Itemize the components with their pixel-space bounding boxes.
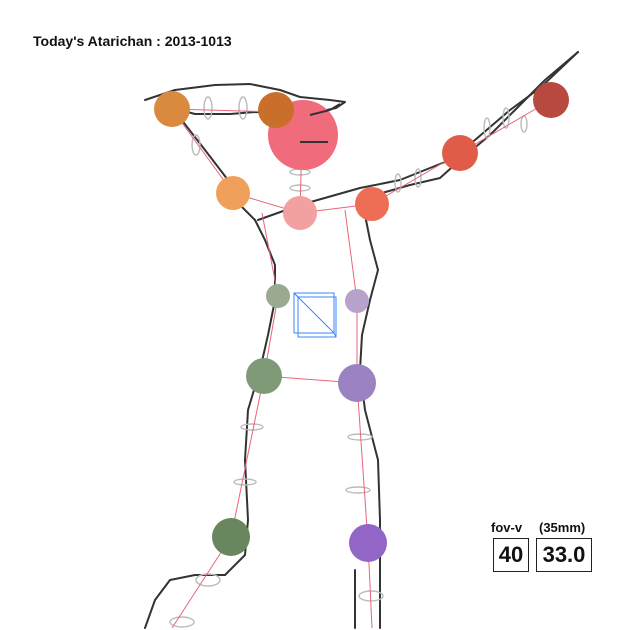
joint-left-hip-upper [266, 284, 290, 308]
joint-right-elbow [442, 135, 478, 171]
joint-right-hip [338, 364, 376, 402]
joint-right-hip-upper [345, 289, 369, 313]
joint-left-hand [154, 91, 190, 127]
joint-rings [169, 96, 528, 628]
fov-label: fov-v [491, 520, 523, 535]
joints [154, 82, 569, 562]
joint-left-elbow [216, 176, 250, 210]
fov-value-box[interactable]: 40 [493, 538, 529, 572]
joint-neck [283, 196, 317, 230]
joint-left-knee [212, 518, 250, 556]
joint-right-shoulder [355, 187, 389, 221]
page-title: Today's Atarichan : 2013-1013 [33, 33, 232, 49]
root-cube-handle [293, 292, 337, 338]
joint-right-hand-raised [258, 92, 294, 128]
face-lines [300, 103, 341, 143]
joint-right-wrist [533, 82, 569, 118]
fov-mm-value-box[interactable]: 33.0 [536, 538, 592, 572]
fov-mm-label: (35mm) [539, 520, 586, 535]
joint-left-hip [246, 358, 282, 394]
joint-right-knee [349, 524, 387, 562]
